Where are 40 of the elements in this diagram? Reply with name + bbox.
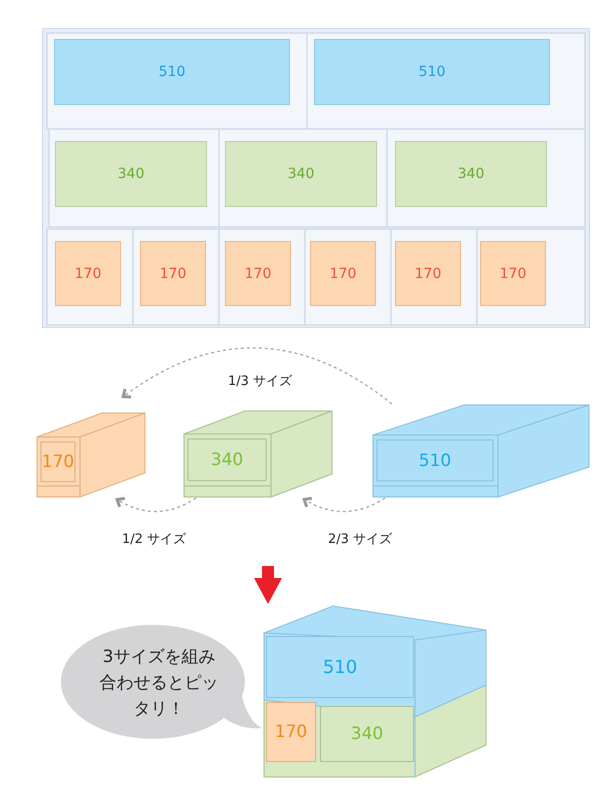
size-number: 170 <box>40 451 76 474</box>
drawer-front <box>225 241 291 306</box>
drawer-front <box>395 141 547 207</box>
drawer-front <box>140 241 206 306</box>
edge-label: 1/3 サイズ <box>226 372 294 390</box>
drawer-front <box>266 702 316 762</box>
drawer-front <box>54 39 290 105</box>
arrow <box>122 347 392 404</box>
drawer-front <box>55 241 121 306</box>
size-number: 340 <box>116 165 146 184</box>
size-number: 170 <box>244 264 272 284</box>
storage-shelf-panel <box>42 28 590 328</box>
size-number: 510 <box>418 450 452 474</box>
size-number: 170 <box>158 264 188 284</box>
size-number: 170 <box>74 264 102 284</box>
size-number: 170 <box>498 264 528 284</box>
drawer-front <box>55 141 207 207</box>
arrow <box>302 496 386 512</box>
edge-label: 2/3 サイズ <box>326 530 394 548</box>
size-number: 510 <box>418 63 446 82</box>
size-number: 510 <box>322 656 358 680</box>
drawer-front <box>266 636 414 698</box>
size-number: 340 <box>286 165 316 184</box>
drawer-front <box>320 706 414 762</box>
edge-label: 1/2 サイズ <box>120 530 188 548</box>
drawer-front <box>225 141 377 207</box>
size-number: 170 <box>274 721 308 744</box>
size-number: 170 <box>414 264 442 284</box>
drawer-front <box>314 39 550 105</box>
drawer-front <box>480 241 546 306</box>
size-number: 510 <box>158 63 186 82</box>
arrow <box>254 566 282 604</box>
drawer-front <box>310 241 376 306</box>
size-number: 170 <box>328 264 358 284</box>
size-number: 340 <box>350 723 384 746</box>
arrow <box>116 496 196 512</box>
size-number: 340 <box>210 449 244 472</box>
drawer-front <box>395 241 461 306</box>
size-number: 340 <box>456 165 486 184</box>
speech-text: 3サイズを組み合わせるとピッタリ！ <box>98 646 220 721</box>
